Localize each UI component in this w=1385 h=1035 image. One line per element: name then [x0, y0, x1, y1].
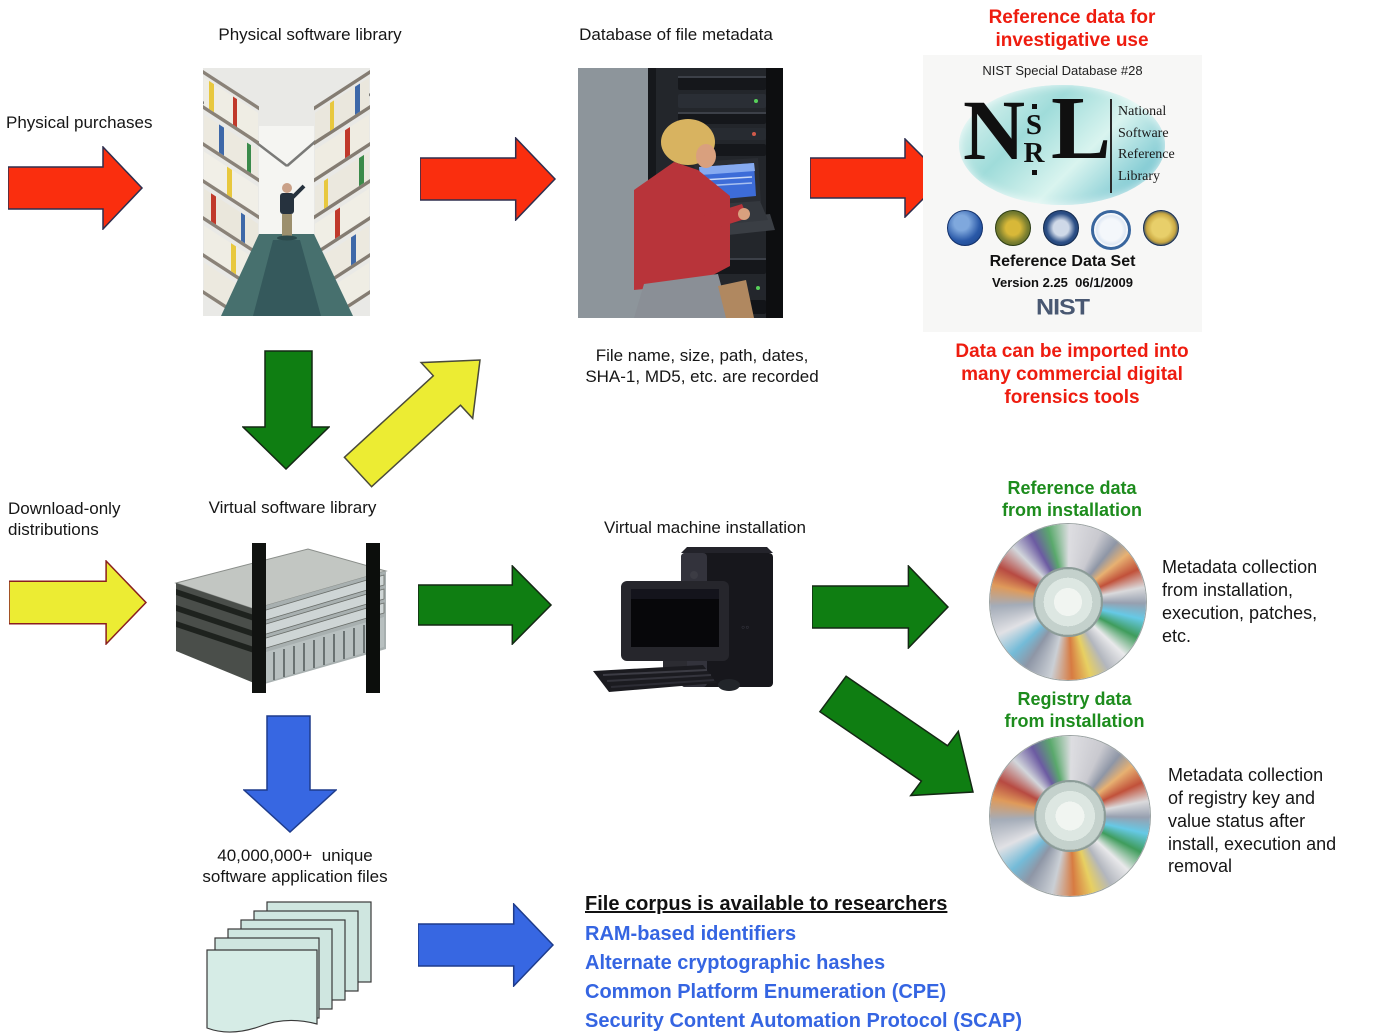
- red-right-arrow-1: [8, 146, 144, 230]
- import-line: many commercial digital: [961, 364, 1183, 386]
- logo-text-line: Software: [1118, 125, 1169, 141]
- corpus-item-cpe: Common Platform Enumeration (CPE): [585, 981, 947, 1003]
- recorded-line: SHA-1, MD5, etc. are recorded: [585, 367, 819, 387]
- investigative-use-heading: Reference data for investigative use: [922, 6, 1222, 52]
- import-line: Data can be imported into: [955, 341, 1189, 362]
- nsrl-logo: N S R L National Software Reference Libr…: [955, 79, 1175, 209]
- corpus-item-ram: RAM-based identifiers: [585, 923, 797, 945]
- metadata-line: value status after: [1168, 810, 1306, 831]
- heading-line: from installation: [1001, 499, 1142, 520]
- recorded-line: File name, size, path, dates,: [595, 346, 809, 365]
- logo-text-line: National: [1118, 104, 1167, 119]
- usss-seal-icon: [1142, 210, 1179, 246]
- nsrl-reference-data-set-box: NIST Special Database #28 N S R L Nation…: [923, 55, 1202, 332]
- cd-background-shape: [959, 85, 1165, 205]
- download-only-label: Download-only distributions: [8, 498, 188, 541]
- nist-logo: NIST: [1036, 294, 1090, 320]
- metadata-line: execution, patches,: [1162, 602, 1318, 623]
- green-down-arrow: [242, 350, 330, 470]
- heading-line: investigative use: [995, 30, 1149, 52]
- virtual-library-label: Virtual software library: [208, 498, 377, 517]
- nsrl-letter-n: N: [963, 82, 1026, 178]
- dhs-seal-icon: [1090, 210, 1131, 250]
- agency-seals-row: [923, 210, 1202, 250]
- yellow-right-arrow: [9, 560, 148, 645]
- corpus-item-hashes: Alternate cryptographic hashes: [585, 952, 886, 974]
- nsrl-letter-l: L: [1051, 79, 1112, 178]
- unique-line: software application files: [202, 867, 388, 887]
- red-right-arrow-2: [420, 137, 557, 221]
- registry-data-installation-heading: Registry data from installation: [922, 689, 1227, 733]
- metadata-line: of registry key and: [1168, 787, 1316, 808]
- corpus-item-scap: Security Content Automation Protocol (SC…: [585, 1010, 1023, 1032]
- heading-line: Reference data: [1007, 478, 1137, 498]
- import-line: forensics tools: [1004, 387, 1140, 409]
- computer-photo: ◦◦: [593, 547, 773, 692]
- computer-mouse: [718, 679, 740, 691]
- file-stack-image: [206, 901, 372, 1033]
- library-photo: [203, 68, 370, 316]
- metadata-line: install, execution and: [1168, 833, 1337, 854]
- reference-data-installation-heading: Reference data from installation: [922, 478, 1222, 522]
- computer-monitor: [621, 581, 729, 681]
- metadata-line: from installation,: [1162, 579, 1294, 600]
- green-diagonal-arrow: [813, 672, 985, 804]
- nsrl-logo-text: National Software Reference Library: [1118, 101, 1175, 188]
- physical-library-label: Physical software library: [218, 25, 402, 44]
- left-bookshelf: [203, 70, 259, 316]
- metadata-registry-text: Metadata collection of registry key and …: [1168, 764, 1385, 878]
- file-corpus-block: File corpus is available to researchers …: [585, 893, 1145, 1035]
- svg-text:◦◦: ◦◦: [741, 620, 750, 634]
- person-in-aisle: [277, 183, 306, 241]
- physical-purchases-label: Physical purchases: [6, 113, 153, 132]
- rack-rail: [366, 543, 380, 693]
- server-rack-photo: [174, 543, 388, 693]
- version-label: Version 2.25 06/1/2009: [992, 275, 1133, 290]
- metadata-line: removal: [1168, 856, 1233, 877]
- reference-data-cd: [990, 524, 1146, 680]
- database-operator-photo: [578, 68, 783, 318]
- logo-text-line: Library: [1118, 169, 1160, 185]
- metadata-line: Metadata collection: [1168, 765, 1324, 785]
- dod-seal-icon: [1042, 210, 1079, 246]
- blue-down-arrow: [243, 715, 337, 833]
- vm-installation-label: Virtual machine installation: [604, 518, 806, 537]
- blue-right-arrow: [418, 903, 555, 987]
- logo-text-line: Reference: [1118, 147, 1175, 163]
- heading-line: from installation: [1004, 710, 1145, 731]
- heading-line: Reference data for: [988, 7, 1156, 28]
- reference-data-set-label: Reference Data Set: [989, 253, 1136, 270]
- fbi-seal-icon: [994, 210, 1031, 246]
- logo-divider: [1110, 99, 1112, 193]
- operator-figure: [634, 119, 754, 318]
- heading-line: Registry data: [1017, 689, 1132, 709]
- nsrl-letters-sr: S R: [1021, 101, 1047, 178]
- metadata-install-text: Metadata collection from installation, e…: [1162, 556, 1382, 647]
- file-metadata-recorded-text: File name, size, path, dates, SHA-1, MD5…: [487, 345, 917, 388]
- unique-line: 40,000,000+ unique: [217, 846, 373, 865]
- database-metadata-label: Database of file metadata: [579, 25, 773, 44]
- rack-rail: [252, 543, 266, 693]
- computer-keyboard: [593, 665, 717, 692]
- nij-seal-icon: [946, 210, 983, 246]
- unique-files-label: 40,000,000+ unique software application …: [145, 845, 445, 888]
- download-line: distributions: [8, 520, 99, 540]
- file-corpus-heading: File corpus is available to researchers: [585, 893, 948, 915]
- download-line: Download-only: [8, 499, 121, 518]
- metadata-line: etc.: [1162, 625, 1192, 646]
- nist-special-database-title: NIST Special Database #28: [982, 63, 1143, 78]
- registry-data-cd: [990, 736, 1150, 896]
- metadata-line: Metadata collection: [1162, 557, 1318, 577]
- green-right-arrow-2: [812, 565, 950, 649]
- yellow-diagonal-arrow: [340, 350, 492, 492]
- nsrl-letter-s: S: [1025, 109, 1043, 141]
- nsrl-letter-r: R: [1023, 136, 1045, 169]
- import-into-forensics-text: Data can be imported into many commercia…: [922, 340, 1222, 410]
- green-right-arrow-1: [418, 565, 553, 645]
